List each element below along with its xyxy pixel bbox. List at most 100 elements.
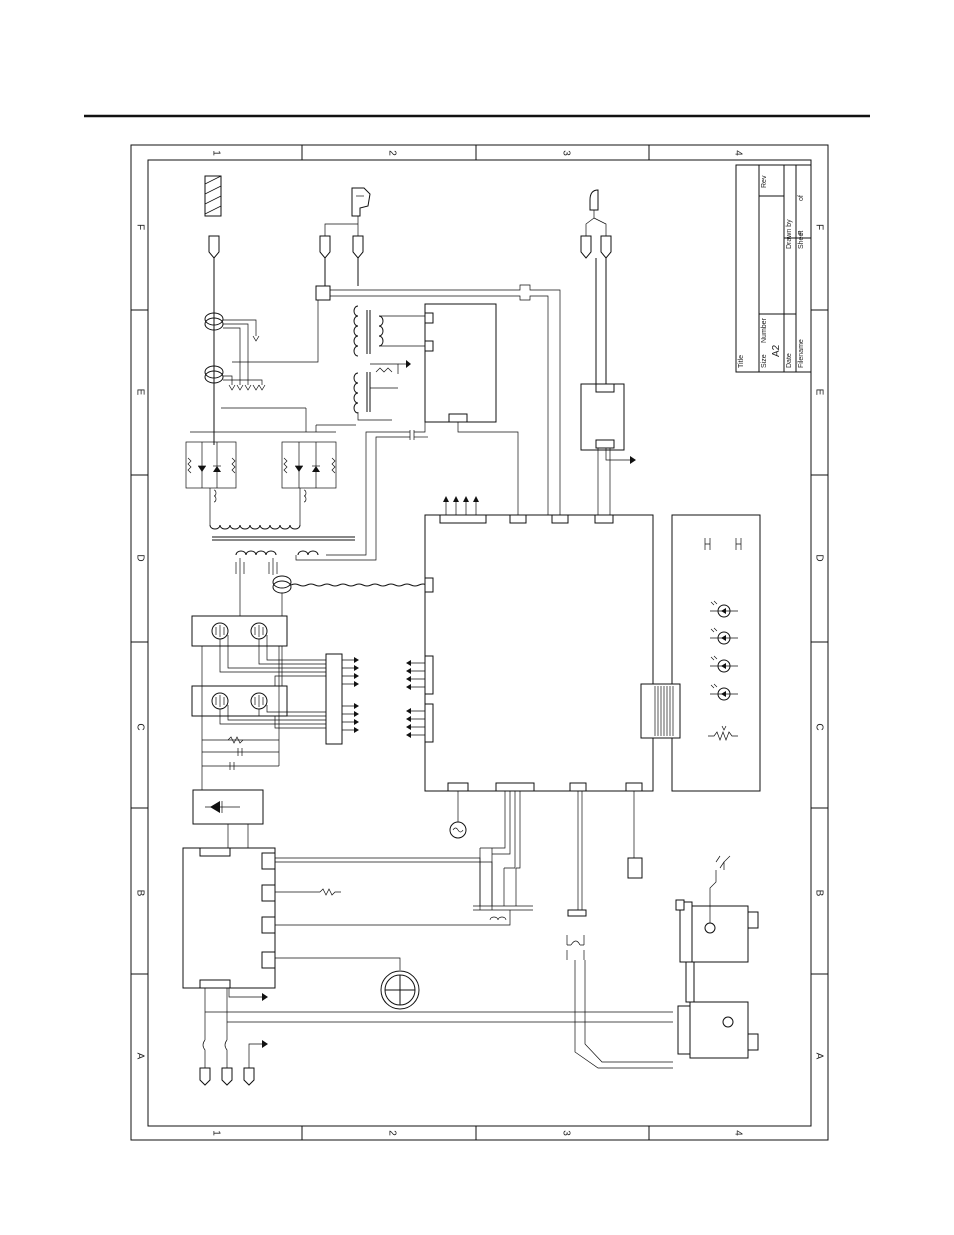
filter-terminal-bottom <box>596 440 614 448</box>
connector-plug-f3a <box>581 236 591 258</box>
title-block: Title Size A2 Number Rev Date Drawn by F… <box>736 165 811 372</box>
resistor-psu <box>320 889 341 895</box>
power-board-terminal-3 <box>262 917 275 933</box>
wire-psu-1 <box>275 858 480 910</box>
zone-letter-left-f: F <box>134 224 145 230</box>
power-board-terminal-top <box>200 848 230 856</box>
power-board-terminal-4 <box>262 952 275 968</box>
filename-label: Filename <box>798 339 805 368</box>
control-terminal-top-4 <box>595 515 613 523</box>
ribbon-lines <box>655 686 673 736</box>
zone-letter-right-c: C <box>813 723 824 730</box>
wire-valve-a <box>586 218 594 236</box>
power-board-terminal-bottom <box>200 980 230 988</box>
control-terminal-bottom-1 <box>448 783 468 791</box>
dc-bus-filter <box>202 646 279 790</box>
wire-motor-a <box>575 960 673 1068</box>
zone-letter-left-b: B <box>134 890 145 897</box>
zone-letter-right-e: E <box>813 389 824 396</box>
work-clamp <box>205 176 221 216</box>
gas-valve-icon <box>590 190 598 218</box>
zone-number-bottom-1: 1 <box>210 1130 221 1136</box>
power-board-terminal-2 <box>262 885 275 901</box>
connector-plug-f3b <box>601 236 611 258</box>
fan-icon <box>381 971 419 1009</box>
connector-block-f2 <box>316 286 330 300</box>
control-terminal-left-2 <box>425 656 433 694</box>
control-left-arrows <box>406 660 425 738</box>
main-transformer-secondary <box>210 420 428 560</box>
hf-transformer <box>354 306 426 356</box>
filter-terminal-top <box>596 384 614 392</box>
zone-letter-right-d: D <box>813 554 824 561</box>
drawn-by-label: Drawn by <box>786 219 793 249</box>
zone-number-bottom-3: 3 <box>560 1130 571 1136</box>
control-terminal-top-1 <box>440 515 486 523</box>
wire-psu-1b <box>275 862 492 910</box>
zone-number-top-3: 3 <box>560 150 571 156</box>
wire-feeder-motor <box>676 856 758 1058</box>
ac-source-icon <box>450 791 466 838</box>
twisted-pair-sensor <box>291 584 427 586</box>
zone-letter-left-c: C <box>134 723 145 730</box>
control-terminal-top-3 <box>552 515 568 523</box>
front-panel <box>672 515 760 791</box>
control-terminal-left-1 <box>425 578 433 592</box>
sensor-leads <box>223 320 265 390</box>
zone-letter-right-a: A <box>813 1053 824 1060</box>
switch-b3 <box>567 935 584 960</box>
zone-number-bottom-4: 4 <box>732 1130 743 1136</box>
control-terminal-left-3 <box>425 704 433 742</box>
sensor-b4 <box>628 858 642 878</box>
power-board-terminal-1 <box>262 853 275 869</box>
arrow-filter-out <box>630 456 636 464</box>
zone-number-top-2: 2 <box>386 150 397 156</box>
igbt-module-upper <box>192 616 287 646</box>
zone-letter-left-d: D <box>134 554 145 561</box>
wire-motor-b <box>585 960 673 1062</box>
size-value: A2 <box>771 344 782 357</box>
input-bridge-rectifier <box>193 790 263 824</box>
output-rectifier-left <box>186 432 336 525</box>
current-sensor-toroid-3 <box>273 576 291 593</box>
control-terminal-bottom-3 <box>570 783 586 791</box>
control-terminal-bottom-2 <box>496 783 534 791</box>
main-control-board <box>425 515 653 791</box>
of-label: of <box>798 195 805 201</box>
hf-board <box>425 304 496 422</box>
hf-transformer-2 <box>354 360 411 420</box>
connector-plug-f2a <box>320 236 330 258</box>
mains-input <box>200 988 673 1085</box>
torch-icon <box>352 188 370 216</box>
connector-plug-f1 <box>209 236 219 258</box>
zone-letter-left-e: E <box>134 389 145 396</box>
zone-number-top-1: 1 <box>210 150 221 156</box>
zone-letter-right-f: F <box>813 224 824 230</box>
rev-label: Rev <box>761 175 768 188</box>
hf-board-terminal-2 <box>425 341 433 351</box>
aux-transformer-stack <box>473 790 533 910</box>
zone-number-top-4: 4 <box>732 150 743 156</box>
wire-valve-b <box>594 218 606 236</box>
zone-number-bottom-2: 2 <box>386 1130 397 1136</box>
title-block-zone-letter: F <box>798 231 805 235</box>
igbt-module-lower <box>192 686 287 716</box>
hf-board-terminal-1 <box>425 313 433 323</box>
title-label: Title <box>738 355 745 368</box>
date-label: Date <box>786 353 793 368</box>
hf-board-terminal-3 <box>449 414 467 422</box>
wire-f2-return <box>232 300 318 362</box>
wire-psu-4 <box>275 958 400 970</box>
control-terminal-top-2 <box>510 515 526 523</box>
front-panel-ribbon-connector <box>641 684 680 738</box>
power-input-board <box>183 848 275 988</box>
zone-letter-left-a: A <box>134 1053 145 1060</box>
size-label: Size <box>761 354 768 368</box>
connector-plug-f2b <box>353 236 363 258</box>
zone-letter-right-b: B <box>813 890 824 897</box>
wire-psu-3 <box>275 910 510 925</box>
number-label: Number <box>761 317 768 343</box>
control-terminal-bottom-4 <box>626 783 642 791</box>
